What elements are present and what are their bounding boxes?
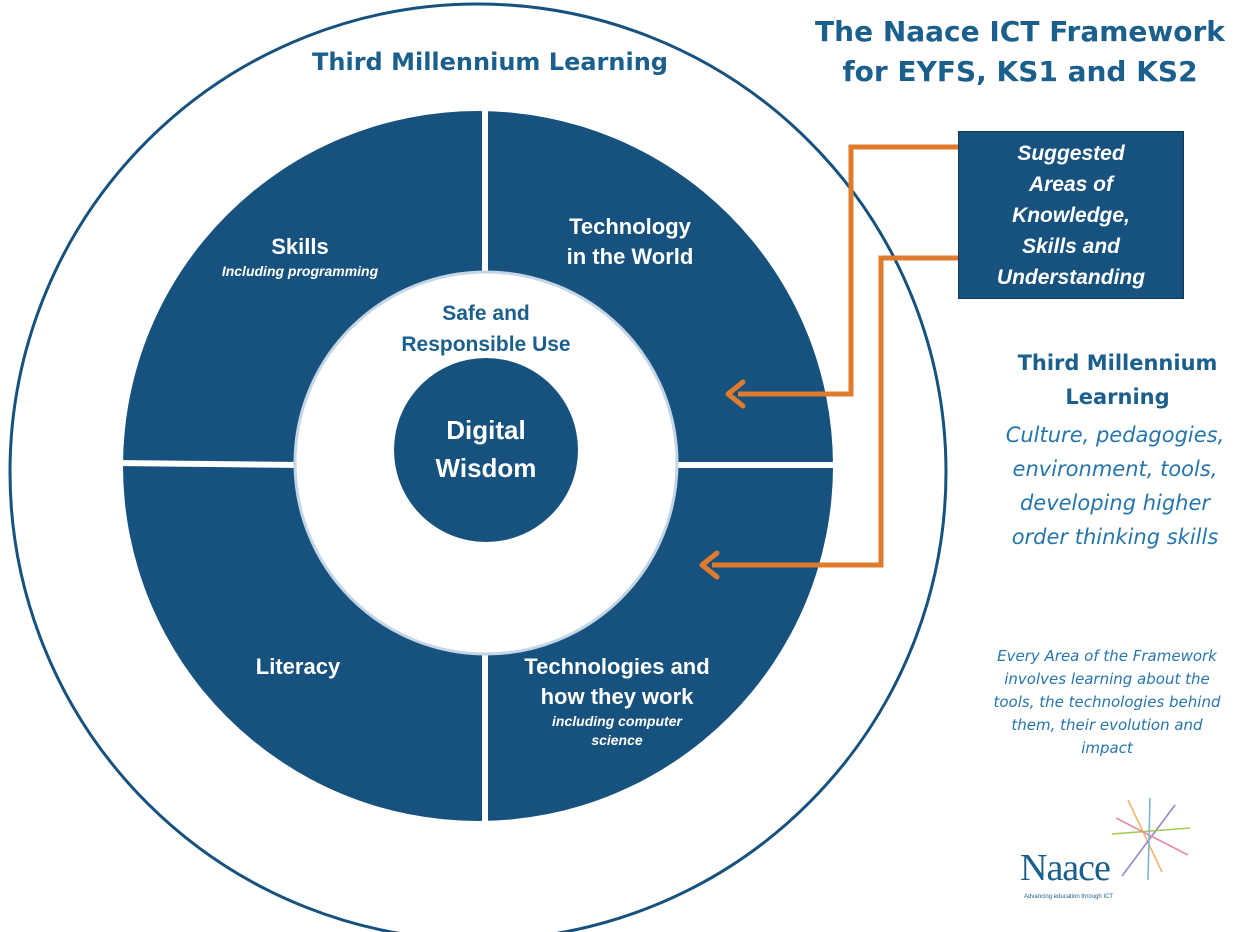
core-line-1: Digital [446,415,526,445]
side-desc-line-2: environment, tools, [1012,457,1218,481]
callout-line-4: Skills and [1021,234,1121,258]
callout-line-5: Understanding [996,265,1146,289]
inner-ring-line-1: Safe and [442,302,530,325]
divider-left [119,460,301,468]
arrow-line-upper [738,144,958,397]
note-line-5: impact [1081,739,1133,757]
naace-logo-tagline: Advancing education through ICT [1024,894,1114,900]
outer-ring-label: Third Millennium Learning [312,48,668,76]
technology-world-line-2: in the World [566,244,694,269]
callout-line-2: Areas of [1028,172,1113,196]
quadrant-technologies-work: Technologies and how they work including… [492,652,742,750]
core-circle [394,358,578,542]
note-line-3: tools, the technologies behind [993,693,1221,711]
naace-star-logo-icon [1111,797,1191,881]
inner-ring-label: Safe and Responsible Use [366,298,606,360]
technologies-work-sub-2: science [591,732,643,748]
note-line-2: involves learning about the [1004,670,1210,688]
callout-box: Suggested Areas of Knowledge, Skills and… [958,131,1184,299]
technologies-work-line-2: how they work [540,684,694,709]
technology-world-line-1: Technology [569,214,691,239]
side-desc-line-1: Culture, pedagogies, [1005,423,1225,447]
title-line-2: for EYFS, KS1 and KS2 [842,55,1198,88]
core-label: Digital Wisdom [396,411,576,487]
side-heading: Third Millennium Learning [990,346,1238,414]
quadrant-skills: Skills Including programming [190,232,410,281]
arrow-left-icon [725,379,746,409]
technologies-work-line-1: Technologies and [524,654,710,679]
side-heading-line-2: Learning [1065,385,1170,409]
side-description: Culture, pedagogies, environment, tools,… [980,418,1238,554]
quadrant-technology-world: Technology in the World [520,212,740,272]
inner-ring-line-2: Responsible Use [401,333,571,356]
callout-line-1: Suggested [1017,141,1125,165]
technologies-work-sub-1: including computer [552,713,682,729]
literacy-title: Literacy [255,654,341,679]
side-desc-line-4: order thinking skills [1011,525,1219,549]
arrow-left-icon [699,550,720,580]
quadrant-literacy: Literacy [198,652,398,682]
side-heading-line-1: Third Millennium [1017,351,1218,375]
page-title: The Naace ICT Framework for EYFS, KS1 an… [800,12,1238,92]
naace-logo-wordmark: Naace [1020,847,1111,889]
skills-title: Skills [271,234,329,259]
title-line-1: The Naace ICT Framework [815,15,1225,48]
skills-subtitle: Including programming [221,263,379,279]
arrow-line-lower [712,255,958,568]
note-line-1: Every Area of the Framework [997,647,1217,665]
side-desc-line-3: developing higher [1019,491,1211,515]
callout-line-3: Knowledge, [1012,203,1130,227]
framework-note: Every Area of the Framework involves lea… [968,645,1238,760]
core-line-2: Wisdom [435,453,537,483]
note-line-4: them, their evolution and [1011,716,1203,734]
